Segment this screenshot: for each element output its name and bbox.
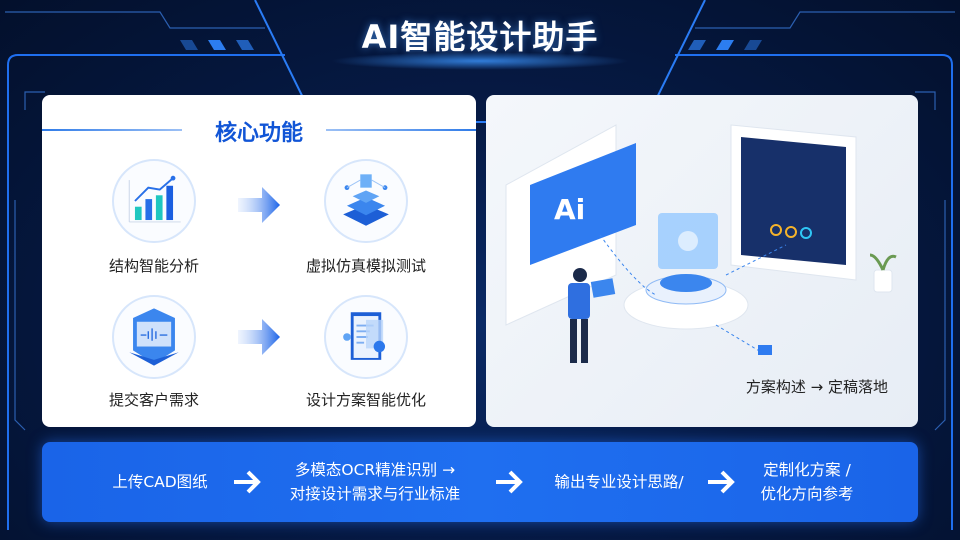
page-title: AI智能设计助手 — [361, 18, 599, 56]
title-glow — [330, 52, 630, 70]
divider — [326, 129, 476, 131]
workflow-step: 定制化方案 / 优化方向参考 — [742, 458, 872, 506]
layered-cube-icon — [324, 159, 408, 243]
document-icon — [324, 295, 408, 379]
divider — [42, 129, 182, 131]
feature-label: 虚拟仿真模拟测试 — [305, 257, 426, 275]
arrow-right-icon — [234, 470, 261, 494]
arrow-right-icon — [708, 470, 735, 494]
workflow-step: 多模态OCR精准识别 → 对接设计需求与行业标准 — [270, 458, 480, 506]
illustration-panel: Ai 方案构述 → 定稿落地 — [486, 95, 918, 427]
illustration-caption: 方案构述 → 定稿落地 — [745, 378, 888, 396]
step-text: 优化方向参考 — [760, 485, 854, 503]
step-text: 定制化方案 / — [763, 461, 851, 479]
arrow-right-icon — [238, 187, 280, 223]
ai-design-illustration — [505, 124, 897, 363]
ai-screen-text: Ai — [554, 193, 586, 226]
feature-label: 结构智能分析 — [108, 257, 199, 275]
workflow-bar: 上传CAD图纸 多模态OCR精准识别 → 对接设计需求与行业标准 输出专业设计思路… — [42, 442, 918, 522]
step-text: 输出专业设计思路/ — [554, 473, 684, 491]
arrow-right-icon — [238, 319, 280, 355]
bar-chart-icon — [112, 159, 196, 243]
feature-label: 提交客户需求 — [108, 391, 199, 409]
core-features-panel: 核心功能 结构智能分析 虚拟仿真模拟测试 提交客户需求 设计方案智能优化 — [42, 95, 476, 427]
arrow-right-icon — [496, 470, 523, 494]
section-title: 核心功能 — [214, 121, 303, 146]
feature-label: 设计方案智能优化 — [305, 391, 426, 409]
monitor-waveform-icon — [112, 295, 196, 379]
workflow-step: 输出专业设计思路/ — [534, 470, 704, 494]
step-text: 上传CAD图纸 — [112, 473, 208, 491]
workflow-step: 上传CAD图纸 — [100, 470, 220, 494]
step-text: 对接设计需求与行业标准 — [289, 485, 461, 503]
step-text: 多模态OCR精准识别 → — [294, 461, 456, 479]
